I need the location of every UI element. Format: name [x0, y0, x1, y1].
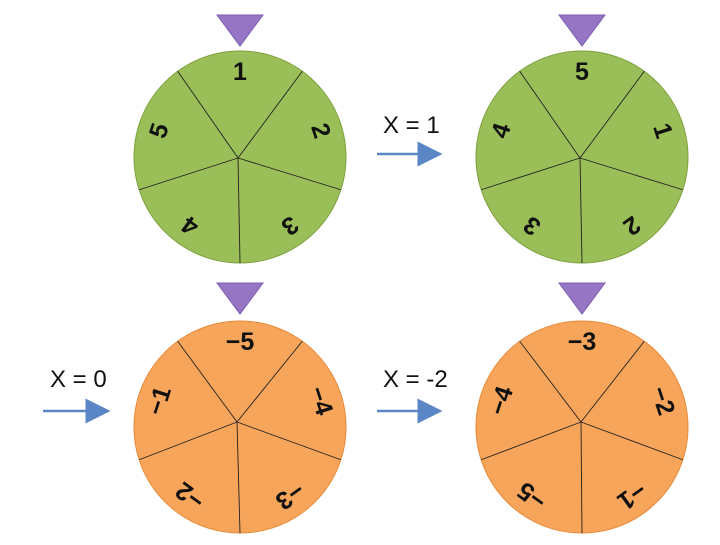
spinner-divider	[237, 157, 341, 191]
spinner-divider	[236, 421, 241, 534]
spinner-divider	[519, 70, 581, 159]
spinner-number: −5	[226, 328, 255, 356]
spinner-divider	[177, 70, 239, 159]
spinner-divider	[580, 421, 683, 461]
spinner-divider	[481, 421, 582, 461]
spinner-divider	[139, 421, 238, 461]
bottom-right-arrow-label: X = -2	[383, 366, 448, 393]
spinner-number: 5	[575, 58, 589, 86]
spinner-divider	[139, 157, 239, 191]
spinner-divider	[580, 421, 583, 534]
pointer-triangle-icon	[216, 14, 264, 47]
spinner-orange-shifted: −3−2−1−5−4	[475, 282, 689, 534]
spinner-divider	[481, 157, 581, 191]
spinner-divider	[236, 421, 341, 461]
pointer-triangle-icon	[558, 14, 606, 47]
spinner-orange-original: −5−4−3−2−1	[133, 282, 347, 534]
spinner-divider	[580, 340, 645, 423]
spinner-divider	[177, 340, 238, 423]
spinner-divider	[237, 157, 241, 264]
spinner-divider	[519, 340, 582, 423]
spinner-number: −3	[568, 328, 597, 356]
pointer-triangle-icon	[558, 282, 606, 315]
spinner-divider	[579, 70, 645, 159]
spinner-number: 1	[233, 58, 247, 86]
spinner-divider	[237, 70, 303, 159]
spinner-divider	[579, 157, 583, 264]
spinner-divider	[579, 157, 683, 191]
top-arrow-label: X = 1	[383, 112, 440, 139]
pointer-triangle-icon	[216, 282, 264, 315]
spinner-divider	[236, 340, 303, 423]
bottom-left-arrow-label: X = 0	[50, 366, 107, 393]
